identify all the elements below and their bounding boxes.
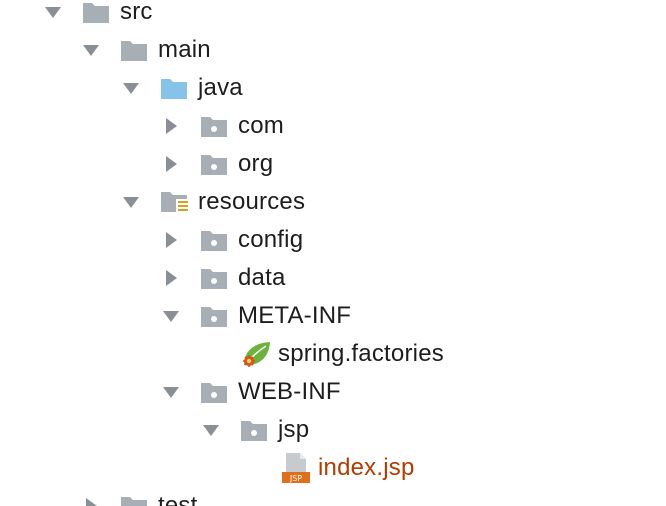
tree-node-label: spring.factories — [278, 340, 444, 367]
tree-node-label: java — [198, 74, 243, 101]
tree-node-label: WEB-INF — [238, 378, 341, 405]
package-icon — [240, 411, 272, 449]
tree-node-src[interactable]: src — [42, 0, 153, 31]
tree-node-config[interactable]: config — [160, 221, 303, 259]
tree-node-label: test — [158, 492, 198, 506]
tree-node-meta-inf[interactable]: META-INF — [160, 297, 351, 335]
tree-node-resources[interactable]: resources — [120, 183, 305, 221]
source-folder-icon — [160, 69, 192, 107]
package-icon — [200, 373, 232, 411]
package-icon — [200, 259, 232, 297]
folder-icon — [120, 31, 152, 69]
expand-arrow-right-icon[interactable] — [160, 107, 182, 145]
tree-node-label: index.jsp — [318, 454, 415, 481]
package-icon — [200, 107, 232, 145]
tree-node-spring-factories[interactable]: spring.factories — [200, 335, 444, 373]
package-icon — [200, 297, 232, 335]
expand-arrow-down-icon[interactable] — [160, 373, 182, 411]
tree-node-org[interactable]: org — [160, 145, 273, 183]
tree-node-label: src — [120, 0, 153, 25]
tree-node-web-inf[interactable]: WEB-INF — [160, 373, 341, 411]
tree-node-label: org — [238, 150, 274, 177]
tree-node-com[interactable]: com — [160, 107, 284, 145]
tree-node-label: data — [238, 264, 286, 291]
expand-arrow-down-icon[interactable] — [160, 297, 182, 335]
expand-arrow-down-icon[interactable] — [200, 411, 222, 449]
tree-node-main[interactable]: main — [80, 31, 211, 69]
tree-node-label: config — [238, 226, 304, 253]
jsp-badge-text: JSP — [289, 474, 302, 483]
tree-node-label: META-INF — [238, 302, 352, 329]
tree-node-java[interactable]: java — [120, 69, 243, 107]
expand-arrow-right-icon[interactable] — [160, 259, 182, 297]
expand-arrow-down-icon[interactable] — [42, 0, 64, 31]
tree-node-label: main — [158, 36, 211, 63]
expand-arrow-down-icon[interactable] — [80, 31, 102, 69]
jsp-file-icon: JSP — [280, 449, 312, 487]
expand-arrow-right-icon[interactable] — [80, 487, 102, 506]
tree-node-data[interactable]: data — [160, 259, 286, 297]
folder-icon — [120, 487, 152, 506]
expand-arrow-right-icon[interactable] — [160, 145, 182, 183]
expand-arrow-right-icon[interactable] — [160, 221, 182, 259]
resources-folder-icon — [160, 183, 192, 221]
package-icon — [200, 145, 232, 183]
spring-leaf-icon — [240, 335, 272, 373]
tree-node-index-jsp[interactable]: JSP index.jsp — [240, 449, 415, 487]
folder-icon — [82, 0, 114, 31]
package-icon — [200, 221, 232, 259]
tree-node-test[interactable]: test — [80, 487, 197, 506]
tree-node-label: jsp — [278, 416, 310, 443]
expand-arrow-down-icon[interactable] — [120, 69, 142, 107]
tree-node-label: resources — [198, 188, 306, 215]
tree-node-label: com — [238, 112, 284, 139]
tree-node-jsp[interactable]: jsp — [200, 411, 309, 449]
expand-arrow-down-icon[interactable] — [120, 183, 142, 221]
